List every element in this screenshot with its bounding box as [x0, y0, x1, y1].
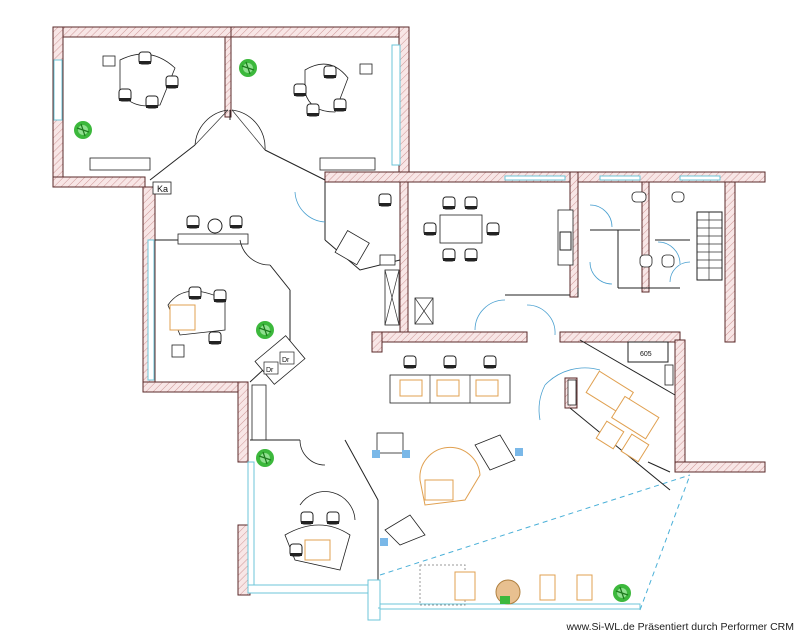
office-top-right [224, 26, 410, 178]
restrooms [589, 191, 691, 289]
central-wall-band [324, 171, 766, 343]
room-label-dr-2: Dr [282, 357, 290, 364]
corridor-top [149, 109, 326, 181]
reception-back-room [294, 182, 401, 326]
bottom-waiting-area [419, 564, 593, 606]
office-top-left [52, 26, 232, 188]
desk-group-middle-left [167, 215, 249, 358]
plant-icon [255, 448, 275, 468]
kitchenette [557, 209, 579, 297]
reception-lounge [299, 432, 523, 546]
footer-credit: www.Si-WL.de Präsentiert durch Performer… [566, 621, 794, 633]
office-right-angled: 605 [567, 339, 676, 491]
room-label-dr-1: Dr [266, 367, 274, 374]
plant-icon [612, 583, 632, 603]
room-label-ka: Ka [157, 184, 168, 194]
office-bottom-left [250, 439, 381, 621]
desk-group-top-left [102, 51, 179, 109]
room-number: 605 [640, 351, 652, 358]
conference-room [414, 196, 570, 336]
entrance-glass [378, 367, 691, 611]
plant-icon [73, 120, 93, 140]
desk-group-top-right [293, 63, 373, 117]
left-column-wall [142, 186, 369, 596]
stair-icon [696, 211, 723, 281]
central-workstations [389, 355, 511, 404]
plant-icon [255, 320, 275, 340]
desk-group-bottom-left [284, 511, 351, 571]
plant-icon [238, 58, 258, 78]
